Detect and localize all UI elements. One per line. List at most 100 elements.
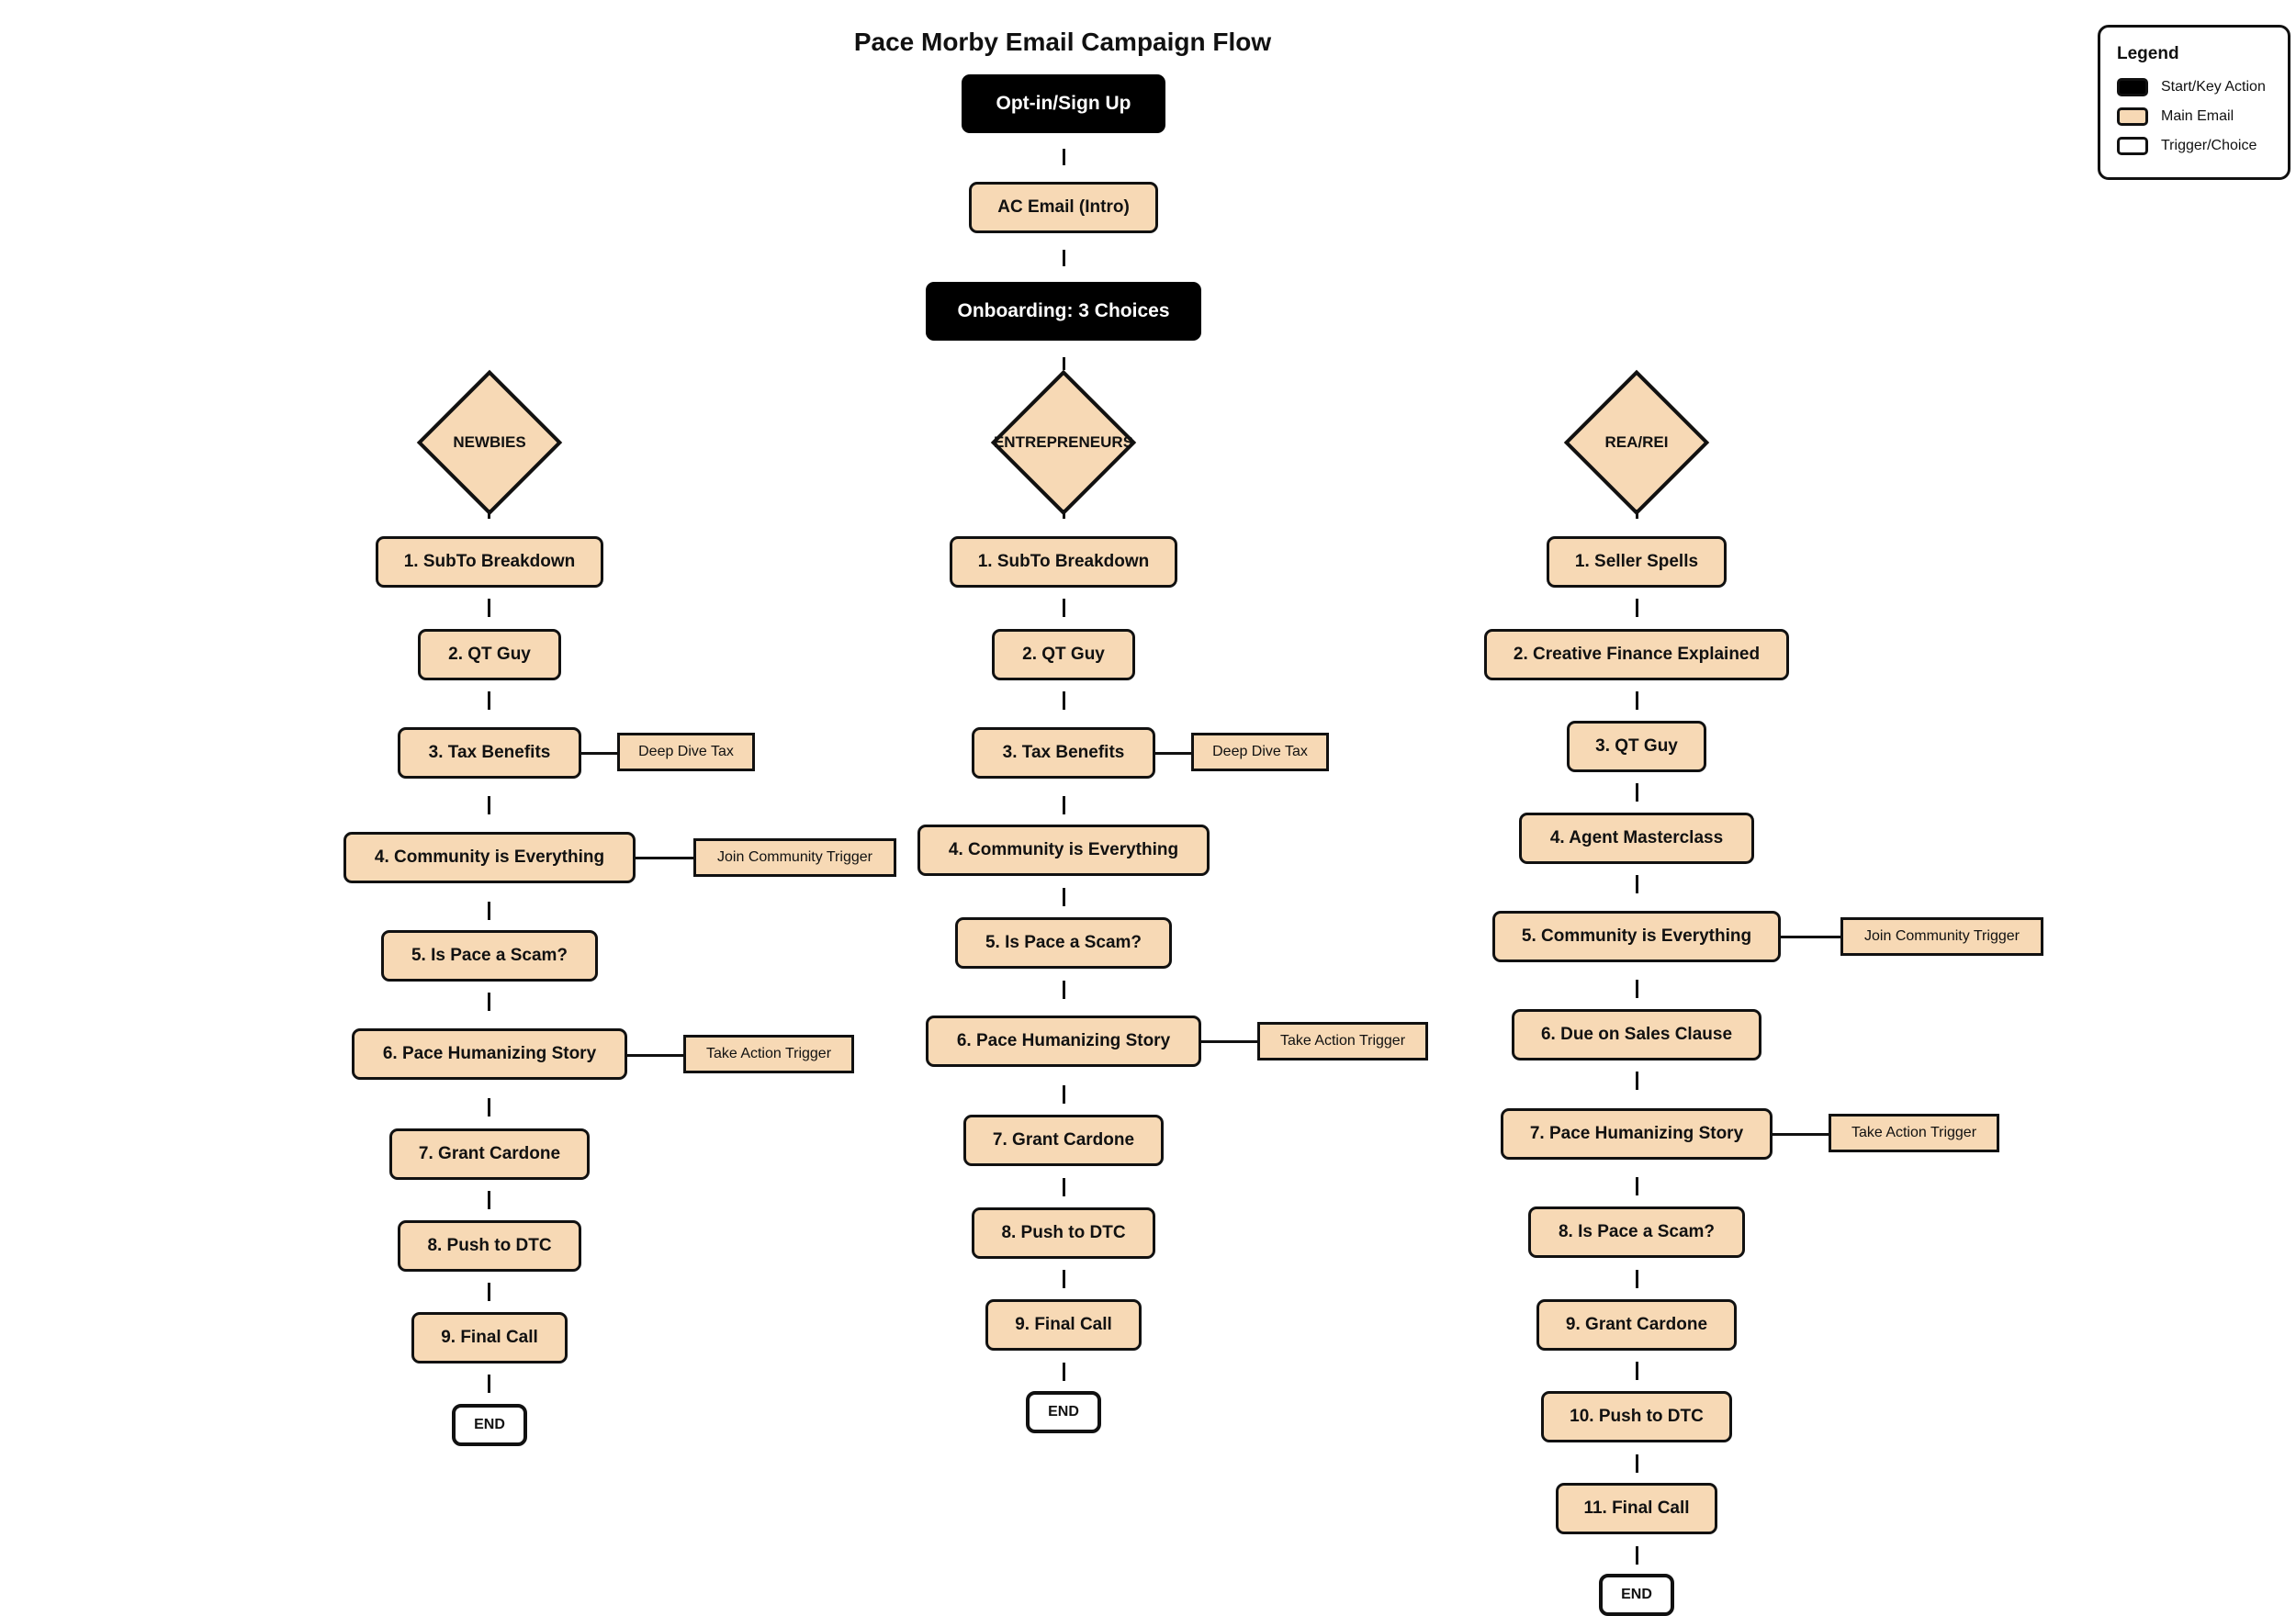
connector (1636, 875, 1638, 893)
connector (1063, 691, 1065, 710)
email-node: 5. Is Pace a Scam? (381, 930, 598, 982)
connector (1063, 599, 1065, 617)
trigger-connector (1781, 936, 1841, 938)
email-node: 1. SubTo Breakdown (950, 536, 1177, 588)
branch-rea-rei-diamond: REA/REI (1563, 369, 1710, 516)
email-node: 7. Pace Humanizing Story (1501, 1108, 1773, 1160)
branch-newbies-diamond: NEWBIES (416, 369, 563, 516)
connector (1063, 149, 1065, 165)
legend-item: Trigger/Choice (2117, 135, 2257, 157)
email-node: 10. Push to DTC (1541, 1391, 1732, 1442)
email-node: 6. Pace Humanizing Story (926, 1016, 1201, 1067)
email-node: 8. Push to DTC (398, 1220, 581, 1272)
email-node: 11. Final Call (1556, 1483, 1717, 1534)
email-node: 3. Tax Benefits (972, 727, 1155, 779)
connector (1063, 1363, 1065, 1381)
trigger-node: Take Action Trigger (683, 1035, 854, 1073)
trigger-node: Deep Dive Tax (617, 733, 755, 771)
legend-item: Start/Key Action (2117, 76, 2266, 98)
end-node: END (1599, 1574, 1674, 1616)
trigger-node: Deep Dive Tax (1191, 733, 1329, 771)
connector (1636, 1362, 1638, 1380)
legend-swatch-email (2117, 107, 2148, 126)
legend-label: Main Email (2161, 108, 2234, 124)
email-node: 3. QT Guy (1567, 721, 1706, 772)
connector (488, 510, 490, 519)
connector (1063, 1270, 1065, 1288)
email-node: 5. Community is Everything (1492, 911, 1781, 962)
email-node: 6. Pace Humanizing Story (352, 1028, 627, 1080)
connector (1636, 1270, 1638, 1288)
connector (1636, 783, 1638, 802)
legend-item: Main Email (2117, 106, 2234, 128)
email-node: 4. Community is Everything (343, 832, 636, 883)
email-node: 2. QT Guy (992, 629, 1135, 680)
connector (488, 796, 490, 814)
connector (488, 1098, 490, 1117)
connector (488, 1375, 490, 1393)
email-node: 1. Seller Spells (1547, 536, 1727, 588)
connector (488, 902, 490, 920)
email-node: 1. SubTo Breakdown (376, 536, 603, 588)
connector (1636, 510, 1638, 519)
trigger-connector (636, 857, 694, 859)
email-node: 7. Grant Cardone (963, 1115, 1164, 1166)
intro-email-node: AC Email (Intro) (969, 182, 1158, 233)
connector (1636, 599, 1638, 617)
connector (1063, 888, 1065, 906)
connector (1636, 1072, 1638, 1090)
trigger-connector (1155, 752, 1192, 755)
trigger-node: Join Community Trigger (1840, 917, 2043, 956)
connector (1063, 250, 1065, 266)
connector (488, 599, 490, 617)
connector (488, 1191, 490, 1209)
connector (488, 1283, 490, 1301)
email-node: 2. QT Guy (418, 629, 561, 680)
connector (1063, 510, 1065, 519)
diagram-title: Pace Morby Email Campaign Flow (853, 28, 1272, 56)
trigger-connector (1773, 1133, 1829, 1136)
connector (1063, 981, 1065, 999)
opt-in-node: Opt-in/Sign Up (962, 74, 1165, 133)
connector (1636, 1546, 1638, 1565)
legend-label: Start/Key Action (2161, 79, 2266, 95)
legend-swatch-start (2117, 78, 2148, 96)
branch-entrepreneurs-diamond: ENTREPRENEURS (990, 369, 1137, 516)
connector (1636, 691, 1638, 710)
email-node: 5. Is Pace a Scam? (955, 917, 1172, 969)
trigger-node: Join Community Trigger (693, 838, 896, 877)
connector (1063, 357, 1065, 370)
onboarding-node: Onboarding: 3 Choices (926, 282, 1201, 341)
connector (488, 691, 490, 710)
legend: Legend Start/Key Action Main Email Trigg… (2098, 25, 2290, 180)
email-node: 8. Push to DTC (972, 1207, 1155, 1259)
connector (1063, 1085, 1065, 1104)
email-node: 9. Final Call (411, 1312, 568, 1364)
trigger-connector (1201, 1040, 1258, 1043)
trigger-connector (581, 752, 618, 755)
trigger-node: Take Action Trigger (1257, 1022, 1428, 1060)
email-node: 9. Grant Cardone (1536, 1299, 1737, 1351)
trigger-connector (627, 1054, 684, 1057)
connector (488, 993, 490, 1011)
connector (1063, 1178, 1065, 1196)
connector (1636, 980, 1638, 998)
email-node: 9. Final Call (985, 1299, 1142, 1351)
email-node: 6. Due on Sales Clause (1512, 1009, 1761, 1060)
email-node: 3. Tax Benefits (398, 727, 581, 779)
connector (1063, 796, 1065, 814)
email-node: 4. Agent Masterclass (1519, 813, 1754, 864)
trigger-node: Take Action Trigger (1829, 1114, 1999, 1152)
end-node: END (1026, 1391, 1101, 1433)
email-node: 2. Creative Finance Explained (1484, 629, 1789, 680)
legend-label: Trigger/Choice (2161, 138, 2257, 153)
connector (1636, 1454, 1638, 1473)
legend-swatch-trigger (2117, 137, 2148, 155)
email-node: 8. Is Pace a Scam? (1528, 1206, 1745, 1258)
email-node: 7. Grant Cardone (389, 1128, 590, 1180)
end-node: END (452, 1404, 527, 1446)
legend-title: Legend (2117, 44, 2179, 63)
email-node: 4. Community is Everything (917, 825, 1210, 876)
connector (1636, 1177, 1638, 1195)
